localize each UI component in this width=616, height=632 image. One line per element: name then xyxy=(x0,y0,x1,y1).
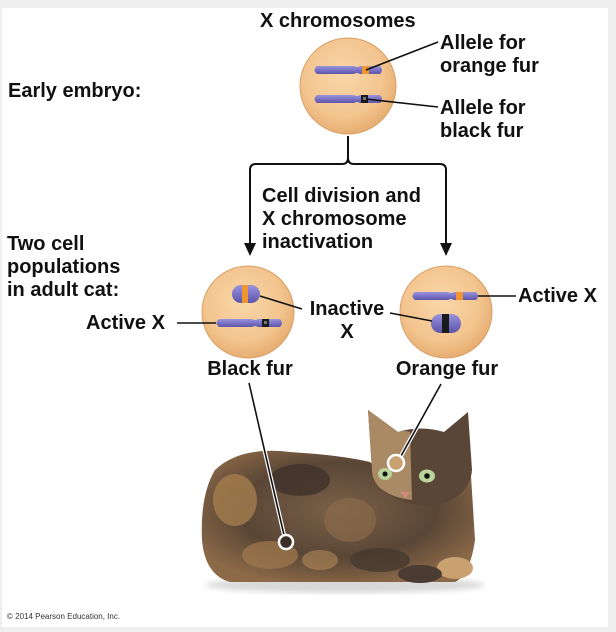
active-x-right xyxy=(412,292,478,300)
black-fur-cell xyxy=(201,265,295,359)
x-inactivation-diagram xyxy=(177,37,516,593)
x-chromosome-orange xyxy=(314,66,382,74)
inactive-x-right-pointer xyxy=(389,312,433,322)
allele-orange-label-line2: orange fur xyxy=(440,55,539,77)
black-allele-pointer xyxy=(365,98,439,108)
allele-black-label-line2: black fur xyxy=(440,120,524,142)
division-arrows xyxy=(249,136,447,245)
cell-division-label-line3: inactivation xyxy=(262,231,374,253)
orange-allele-pointer xyxy=(365,41,439,71)
figure-canvas: X chromosomes Early embryo: Allele for o… xyxy=(2,8,608,627)
inactive-x-left xyxy=(232,285,260,303)
two-cell-label-line1: Two cell xyxy=(7,233,85,255)
inactive-x-right xyxy=(431,314,461,333)
arrow-head-left xyxy=(244,243,256,256)
black-fur-label: Black fur xyxy=(207,358,293,380)
two-cell-label-line3: in adult cat: xyxy=(7,279,120,301)
tortoiseshell-cat-image xyxy=(201,410,485,593)
copyright-credit: © 2014 Pearson Education, Inc. xyxy=(7,612,121,621)
active-x-left-label: Active X xyxy=(86,312,165,334)
embryo-cell xyxy=(299,37,397,135)
active-x-left xyxy=(216,319,282,327)
two-cell-label-line2: populations xyxy=(7,256,121,278)
allele-orange-label-line1: Allele for xyxy=(440,32,526,54)
arrow-head-right xyxy=(440,243,452,256)
orange-fur-pointer xyxy=(386,383,443,473)
x-chromosome-black xyxy=(314,95,382,103)
orange-fur-cell xyxy=(399,265,493,359)
early-embryo-label: Early embryo: xyxy=(8,80,142,102)
orange-fur-label: Orange fur xyxy=(395,358,499,380)
cell-division-label-line1: Cell division and xyxy=(262,185,421,207)
inactive-x-label-line1: Inactive xyxy=(309,298,385,320)
allele-black-label-line1: Allele for xyxy=(440,97,526,119)
black-fur-pointer xyxy=(247,382,295,551)
x-chromosomes-label: X chromosomes xyxy=(260,10,416,32)
cell-division-label-line2: X chromosome xyxy=(262,208,407,230)
inactive-x-left-pointer xyxy=(259,295,303,310)
inactive-x-label-line2: X xyxy=(340,321,354,343)
active-x-right-label: Active X xyxy=(518,285,597,307)
